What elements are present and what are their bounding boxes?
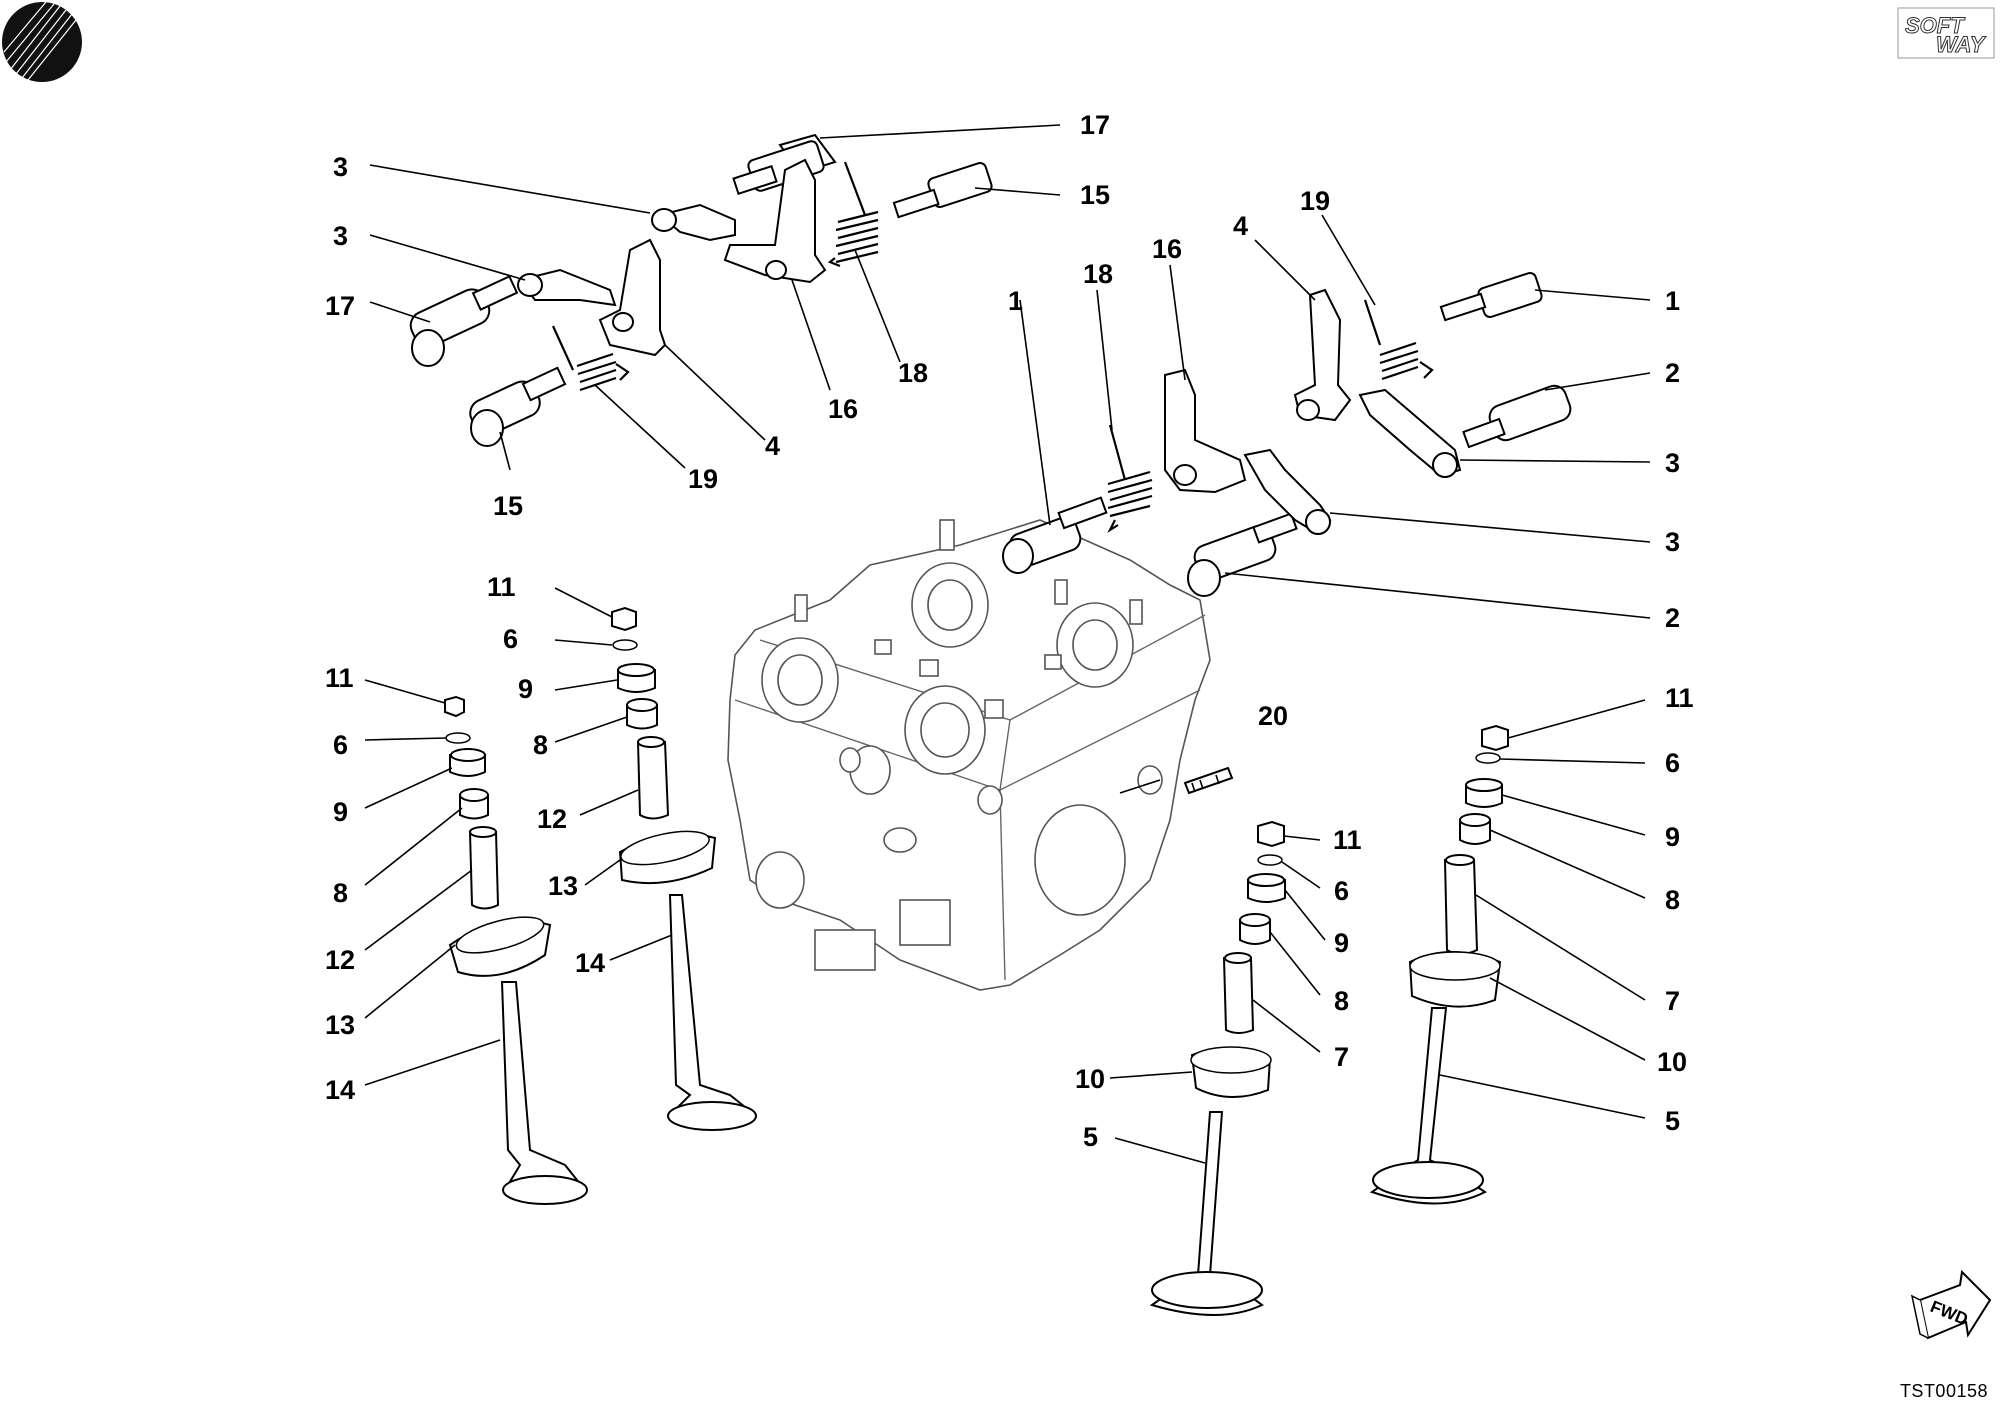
callout-12: 12 bbox=[537, 804, 567, 834]
callout-8: 8 bbox=[333, 878, 348, 908]
callout-6: 6 bbox=[1334, 876, 1349, 906]
shim-6b bbox=[612, 639, 638, 651]
logo-line2: WAY bbox=[1936, 32, 1987, 57]
rocker-shaft-17-top bbox=[732, 133, 837, 196]
callout-16: 16 bbox=[828, 394, 858, 424]
callout-3: 3 bbox=[1665, 527, 1680, 557]
rocker-arm-16-center bbox=[1164, 368, 1247, 494]
callout-16: 16 bbox=[1152, 234, 1182, 264]
fwd-direction-badge: FWD bbox=[1910, 1269, 1992, 1340]
callout-1: 1 bbox=[1008, 286, 1023, 316]
brand-circle-logo bbox=[2, 1, 82, 82]
callout-12: 12 bbox=[325, 945, 355, 975]
callout-6: 6 bbox=[1665, 748, 1680, 778]
callout-11: 11 bbox=[1333, 825, 1362, 855]
rocker-shaft-1-center bbox=[1002, 496, 1108, 574]
callout-8: 8 bbox=[1665, 885, 1680, 915]
callout-9: 9 bbox=[1665, 822, 1680, 852]
rocker-shaft-15-top bbox=[892, 162, 993, 219]
stud-20 bbox=[1183, 766, 1234, 795]
guide-12a bbox=[468, 831, 500, 910]
reference-code: TST00158 bbox=[1899, 1381, 1988, 1401]
callout-7: 7 bbox=[1334, 1042, 1349, 1072]
callout-17: 17 bbox=[1080, 110, 1110, 140]
callout-6: 6 bbox=[503, 624, 518, 654]
callout-10: 10 bbox=[1657, 1047, 1687, 1077]
callout-17: 17 bbox=[325, 291, 355, 321]
callout-7: 7 bbox=[1665, 986, 1680, 1016]
callout-5: 5 bbox=[1665, 1106, 1680, 1136]
valve-kit-d bbox=[1369, 724, 1509, 1205]
valve-14a bbox=[500, 981, 587, 1201]
callout-11: 11 bbox=[1665, 683, 1694, 713]
spring-19-right bbox=[1363, 299, 1434, 381]
rocker-shaft-2-right bbox=[1462, 384, 1572, 449]
callout-labels: 17 15 3 3 17 15 19 4 16 18 1 18 16 4 19 … bbox=[325, 110, 1694, 1152]
callout-11: 11 bbox=[325, 663, 354, 693]
rocker-arm-3-top bbox=[651, 203, 736, 242]
rocker-arm-3-right bbox=[1358, 388, 1462, 478]
rocker-shaft-17-left bbox=[409, 275, 519, 367]
callout-14: 14 bbox=[575, 948, 605, 978]
callout-9: 9 bbox=[518, 674, 533, 704]
cotter-11b bbox=[611, 606, 637, 632]
valve-14b bbox=[668, 894, 757, 1126]
callout-15: 15 bbox=[493, 491, 523, 521]
callout-18: 18 bbox=[1083, 259, 1113, 289]
callout-6: 6 bbox=[333, 730, 348, 760]
callout-13: 13 bbox=[548, 871, 578, 901]
spring-18-center bbox=[1107, 424, 1153, 534]
shim-6c bbox=[1257, 854, 1283, 866]
callout-15: 15 bbox=[1080, 180, 1110, 210]
callout-3: 3 bbox=[333, 152, 348, 182]
rocker-arm-4-left bbox=[598, 238, 667, 357]
callout-2: 2 bbox=[1665, 358, 1680, 388]
valve-kit-b bbox=[611, 606, 757, 1131]
cotter-11c bbox=[1257, 820, 1285, 848]
callout-19: 19 bbox=[1300, 186, 1330, 216]
callout-3: 3 bbox=[1665, 448, 1680, 478]
guide-7b bbox=[1443, 859, 1479, 955]
callout-10: 10 bbox=[1075, 1064, 1105, 1094]
leader-lines bbox=[364, 124, 1651, 1164]
callout-18: 18 bbox=[898, 358, 928, 388]
callout-3: 3 bbox=[333, 221, 348, 251]
callout-5: 5 bbox=[1083, 1122, 1098, 1152]
callout-14: 14 bbox=[325, 1075, 355, 1105]
valve-kit-c bbox=[1149, 820, 1286, 1316]
spring-19-left bbox=[551, 325, 630, 392]
callout-2: 2 bbox=[1665, 603, 1680, 633]
softway-logo: SOFT WAY bbox=[1897, 7, 1995, 59]
callout-19: 19 bbox=[688, 464, 718, 494]
cotter-11a bbox=[444, 695, 465, 718]
shim-6a bbox=[445, 732, 471, 744]
callout-8: 8 bbox=[1334, 986, 1349, 1016]
rocker-shaft-15-left bbox=[469, 366, 567, 447]
guide-7a bbox=[1222, 957, 1255, 1034]
callout-4: 4 bbox=[1233, 211, 1248, 241]
cotter-11d bbox=[1481, 724, 1509, 752]
rocker-shaft-1-right bbox=[1439, 272, 1543, 322]
guide-12b bbox=[636, 741, 670, 820]
callout-8: 8 bbox=[533, 730, 548, 760]
callout-20: 20 bbox=[1258, 701, 1288, 731]
callout-1: 1 bbox=[1665, 286, 1680, 316]
callout-9: 9 bbox=[1334, 928, 1349, 958]
spring-18-top bbox=[827, 161, 879, 268]
callout-11: 11 bbox=[487, 572, 516, 602]
cylinder-head bbox=[727, 519, 1211, 991]
valve-kit-a bbox=[444, 695, 588, 1205]
callout-4: 4 bbox=[765, 431, 780, 461]
rocker-shaft-2-center bbox=[1187, 512, 1298, 597]
rocker-arm-16-top bbox=[723, 158, 827, 284]
rocker-arm-4-right bbox=[1293, 288, 1352, 422]
logo-line1: SOFT bbox=[1905, 13, 1965, 38]
callout-13: 13 bbox=[325, 1010, 355, 1040]
shim-6d bbox=[1475, 752, 1501, 764]
rocker-arm-3-center bbox=[1243, 448, 1332, 535]
rocker-arm-3-left bbox=[517, 268, 617, 307]
callout-9: 9 bbox=[333, 797, 348, 827]
